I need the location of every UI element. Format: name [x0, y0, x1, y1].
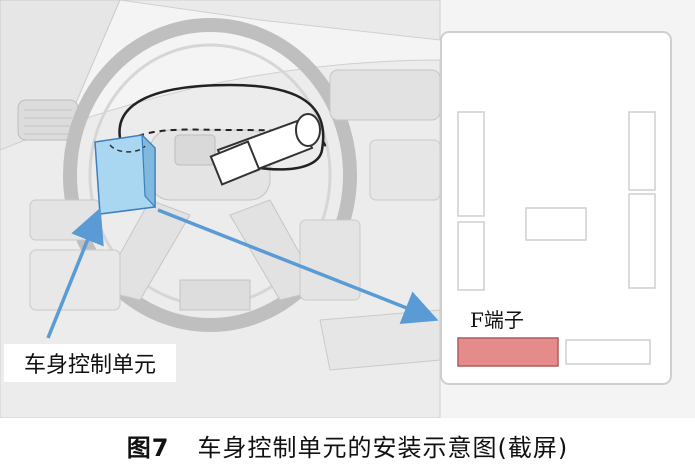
terminal-slot: [525, 207, 587, 241]
center-display: [369, 139, 441, 201]
f-terminal-label: F端子: [470, 308, 524, 332]
terminal-slot: [457, 221, 485, 291]
console: [319, 309, 441, 371]
body-control-unit: [94, 133, 156, 215]
terminal-slot: [565, 339, 651, 365]
left-air-vent: [17, 99, 79, 141]
figure-number: 图7: [126, 433, 170, 462]
terminal-slot: [628, 193, 656, 289]
wiring-harness: [118, 83, 325, 171]
callout-arrow-unit: [46, 207, 104, 339]
body-control-unit-label: 车身控制单元: [4, 344, 176, 382]
knee-panel: [29, 249, 121, 311]
terminal-slot: [457, 111, 485, 217]
right-air-vent: [329, 69, 441, 121]
callout-arrow-connector: [157, 208, 439, 325]
caption-text: 车身控制单元的安装示意图(截屏): [197, 433, 569, 462]
figure-caption: 图7 车身控制单元的安装示意图(截屏): [0, 422, 695, 468]
terminal-slot: [628, 111, 656, 191]
f-terminal-highlight: [457, 337, 559, 367]
center-panel: [299, 219, 361, 301]
steering-column: [179, 279, 251, 311]
connector-inset: [440, 31, 672, 385]
combination-switch: [209, 113, 321, 186]
steering-wheel: [63, 18, 357, 332]
